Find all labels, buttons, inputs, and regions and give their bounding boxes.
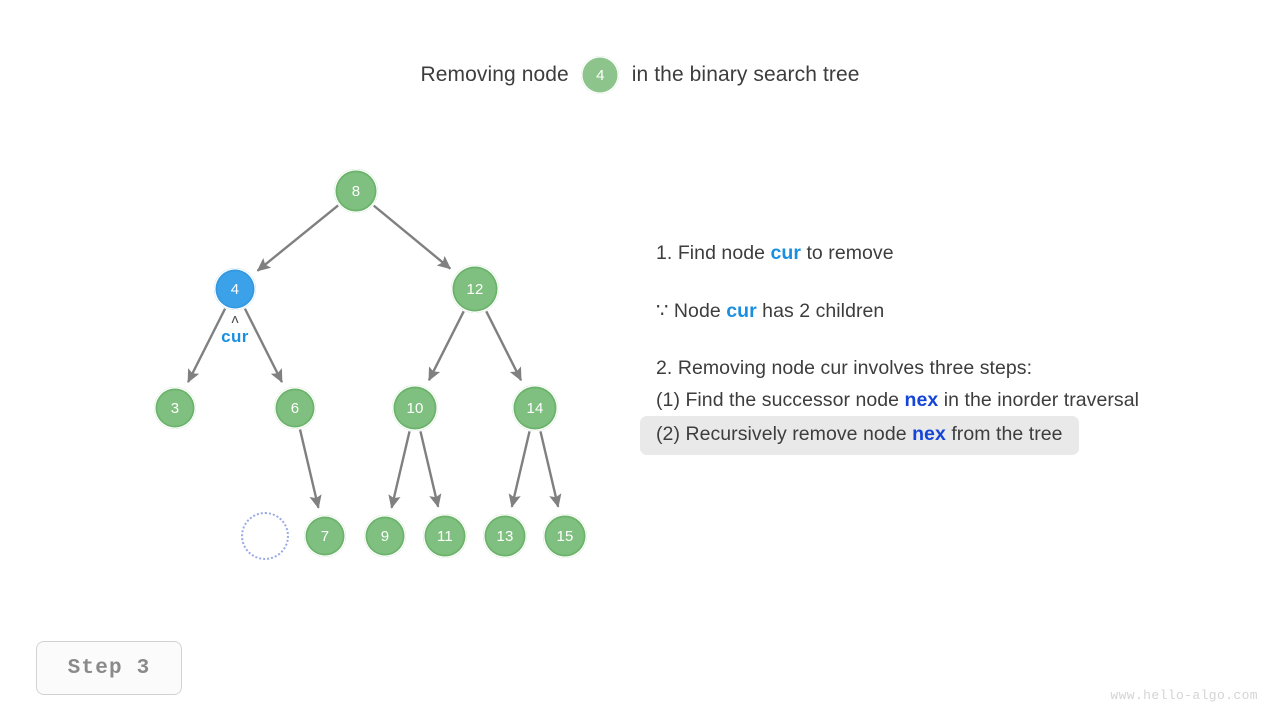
title-prefix-text: Removing node: [420, 63, 569, 86]
description-line-5-highlighted: (2) Recursively remove node nex from the…: [640, 416, 1079, 455]
line4-suffix: in the inorder traversal: [938, 388, 1139, 411]
tree-edge-group: [186, 204, 562, 509]
watermark: www.hello-algo.com: [1110, 688, 1258, 703]
description-line-1: 1. Find node cur to remove: [640, 238, 1260, 270]
description-line-4: (1) Find the successor node nex in the i…: [640, 385, 1260, 417]
page-title: Removing node 4 in the binary search tre…: [0, 56, 1280, 94]
tree-node-15: 15: [543, 514, 587, 558]
line4-prefix: (1) Find the successor node: [656, 388, 905, 411]
tree-node-10: 10: [392, 385, 438, 431]
line1-suffix: to remove: [800, 242, 894, 264]
tree-node-14: 14: [512, 385, 558, 431]
description-spacer-1: [640, 270, 1260, 296]
tree-edges-layer: [186, 204, 562, 509]
line1-keyword-cur: cur: [770, 242, 801, 264]
tree-node-4: 4: [214, 268, 256, 310]
tree-node-3: 3: [154, 387, 196, 429]
tree-node-empty-placeholder: [241, 512, 289, 560]
tree-node-12: 12: [451, 265, 499, 313]
description-panel: 1. Find node cur to remove ∵ Node cur ha…: [640, 238, 1260, 455]
tree-edge-n4-n6: [243, 308, 284, 383]
description-line-3: 2. Removing node cur involves three step…: [656, 357, 1033, 379]
description-spacer-2: [640, 327, 1260, 353]
cur-pointer-annotation: ʌ cur: [195, 312, 275, 347]
tree-edge-n8-n12: [372, 204, 452, 270]
tree-node-13: 13: [483, 514, 527, 558]
step-badge-label: Step 3: [67, 656, 151, 680]
title-node-badge: 4: [581, 56, 620, 94]
line2-suffix: has 2 children: [756, 299, 885, 322]
tree-node-6: 6: [274, 387, 316, 429]
tree-edge-n10-n11: [419, 431, 442, 508]
tree-edge-n6-n7: [298, 429, 322, 509]
line4-keyword-nex: nex: [904, 388, 939, 411]
line5-keyword-nex: nex: [912, 423, 946, 445]
line1-prefix: 1. Find node: [656, 242, 771, 264]
tree-node-9: 9: [364, 515, 406, 557]
tree-edge-n14-n13: [508, 431, 531, 508]
line5-prefix: (2) Recursively remove node: [656, 423, 913, 445]
tree-edge-n4-n3: [186, 308, 227, 383]
tree-edge-n12-n10: [427, 310, 465, 382]
tree-node-8: 8: [334, 169, 378, 213]
tree-edge-n14-n15: [539, 431, 562, 508]
cur-caret-icon: ʌ: [231, 312, 239, 327]
line5-suffix: from the tree: [945, 423, 1063, 445]
title-node-value: 4: [596, 66, 605, 84]
line2-keyword-cur: cur: [726, 299, 757, 322]
title-suffix-text: in the binary search tree: [631, 63, 860, 86]
step-badge: Step 3: [36, 641, 182, 695]
tree-edge-n10-n9: [388, 431, 411, 509]
tree-edge-n8-n4: [256, 204, 339, 272]
description-line-2: ∵ Node cur has 2 children: [640, 296, 1260, 328]
line2-prefix: ∵ Node: [656, 299, 727, 322]
tree-edge-n12-n14: [485, 310, 523, 382]
tree-node-11: 11: [423, 514, 467, 558]
cur-pointer-label: cur: [221, 327, 249, 346]
tree-node-7: 7: [304, 515, 346, 557]
